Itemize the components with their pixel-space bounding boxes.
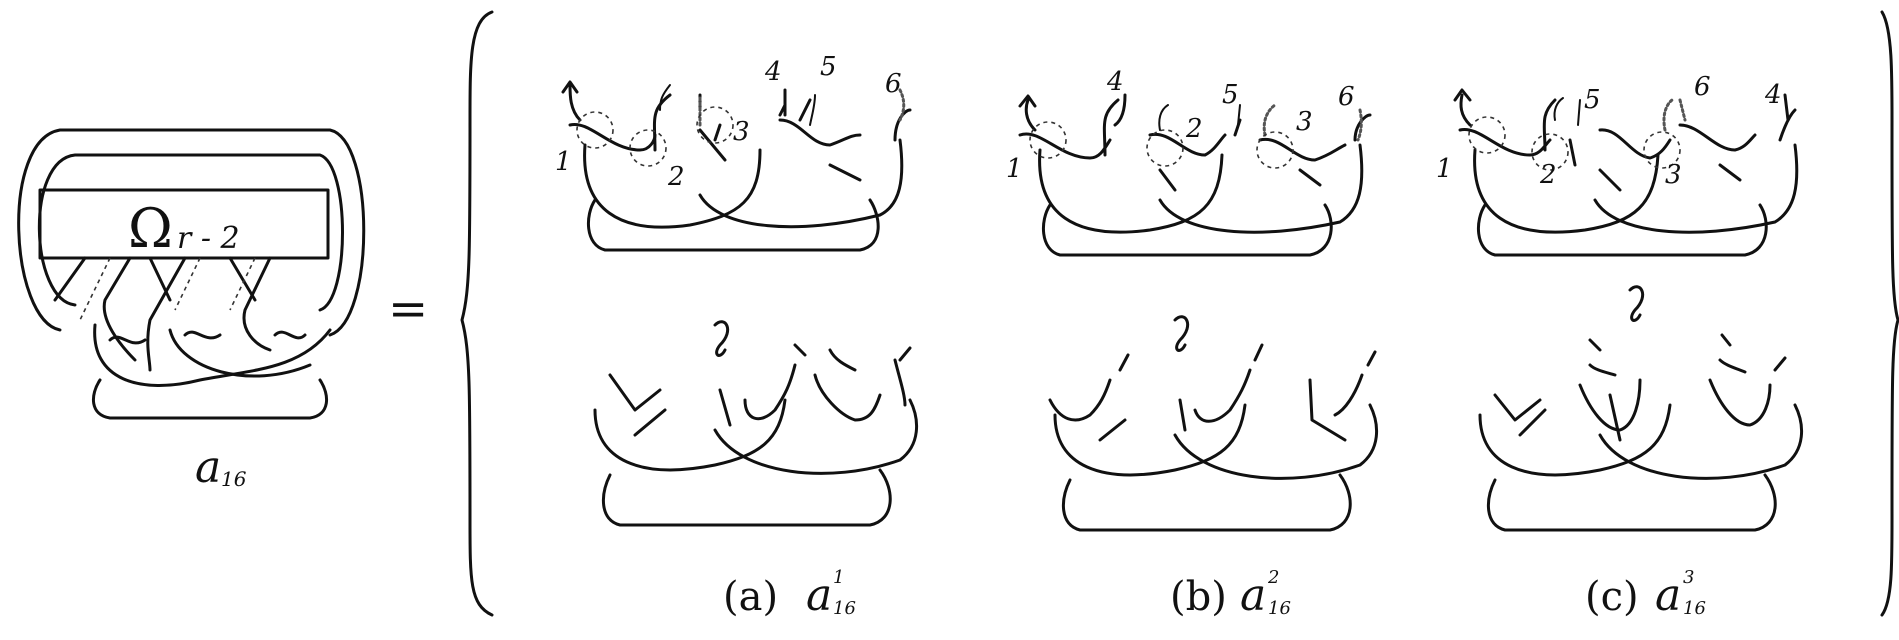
panel-a-caption-prefix: (a) [723, 574, 778, 620]
panel-b-top-num-2: 5 [1222, 80, 1239, 110]
panel-c-caption-base: a [1655, 570, 1681, 621]
panel-b-top-num-1: 4 [1106, 67, 1124, 97]
panel-b: 4 5 6 1 2 3 (b) a 2 16 [1006, 67, 1379, 621]
squiggle-2 [183, 330, 222, 340]
panel-a-top-diagram [561, 80, 912, 252]
panel-a-side-num-1: 1 [555, 147, 572, 177]
panel-b-bottom-diagram [1048, 343, 1379, 532]
panel-c-top-num-2: 6 [1694, 72, 1711, 102]
panel-b-top-num-3: 6 [1338, 82, 1355, 112]
strand-c [102, 256, 137, 362]
strand-f-dashed [174, 257, 201, 311]
panel-c-tilde-icon [1628, 285, 1645, 322]
panel-a-caption-base: a [806, 570, 832, 621]
panel-c-side-num-2: 2 [1539, 160, 1557, 190]
panel-b-caption-base: a [1240, 570, 1266, 621]
panel-a-bottom-diagram [593, 343, 919, 527]
panel-c-side-num-3: 3 [1665, 160, 1682, 190]
omega-subscript: r - 2 [177, 221, 240, 256]
lower-arc-2 [168, 328, 312, 378]
panel-a-top-num-2: 5 [820, 52, 837, 82]
panel-c-side-num-1: 1 [1436, 154, 1453, 184]
panel-b-side-num-1: 1 [1006, 154, 1023, 184]
panel-a-caption-sup: 1 [833, 567, 844, 588]
omega-symbol: Ω [128, 197, 173, 260]
main-diagram: Ω r - 2 a 16 [17, 128, 366, 493]
strand-h [242, 256, 272, 352]
strand-b-dashed [79, 257, 111, 321]
outer-loop-1 [17, 128, 366, 337]
panel-b-caption-prefix: (b) [1170, 574, 1227, 620]
panel-a: 4 5 6 1 2 3 (a) a 1 16 [555, 52, 919, 621]
panel-c-caption-sup: 3 [1683, 567, 1694, 588]
left-brace [460, 10, 494, 617]
equals-sign: = [388, 281, 428, 337]
main-caption-sub: 16 [221, 467, 247, 491]
panel-c-top-num-3: 4 [1764, 80, 1782, 110]
panel-c-top-num-1: 5 [1584, 85, 1601, 115]
main-caption-base: a [195, 442, 221, 493]
outer-loop-2 [37, 153, 344, 312]
panel-c: 5 6 4 1 2 3 (c) a 3 16 [1436, 72, 1804, 621]
bottom-bracket [91, 378, 329, 420]
panel-b-top-diagram [1018, 93, 1372, 257]
panel-a-caption-sub: 16 [833, 598, 856, 619]
panel-a-side-num-2: 2 [667, 162, 685, 192]
panel-c-caption-prefix: (c) [1585, 574, 1639, 620]
panel-c-caption-sub: 16 [1683, 598, 1706, 619]
squiggle-1 [108, 335, 147, 345]
panel-a-side-num-3: 3 [733, 117, 750, 147]
panel-b-side-num-2: 2 [1185, 114, 1203, 144]
panel-c-bottom-diagram [1478, 333, 1804, 532]
lower-arc [93, 323, 332, 387]
strand-d [148, 256, 172, 302]
panel-a-top-num-1: 4 [764, 57, 782, 87]
right-brace [1880, 10, 1899, 617]
strand-g [228, 256, 257, 302]
panel-b-caption-sup: 2 [1267, 567, 1279, 588]
strand-i-dashed [229, 257, 256, 311]
panel-b-caption-sub: 16 [1268, 598, 1291, 619]
strand-e [146, 256, 187, 372]
panel-b-tilde-icon [1173, 315, 1190, 352]
strand-a [53, 256, 87, 302]
panel-a-tilde-icon [713, 320, 730, 357]
squiggle-3 [273, 330, 307, 340]
panel-c-top-diagram [1453, 88, 1799, 257]
panel-b-side-num-3: 3 [1296, 107, 1313, 137]
panel-a-top-num-3: 6 [885, 69, 902, 99]
